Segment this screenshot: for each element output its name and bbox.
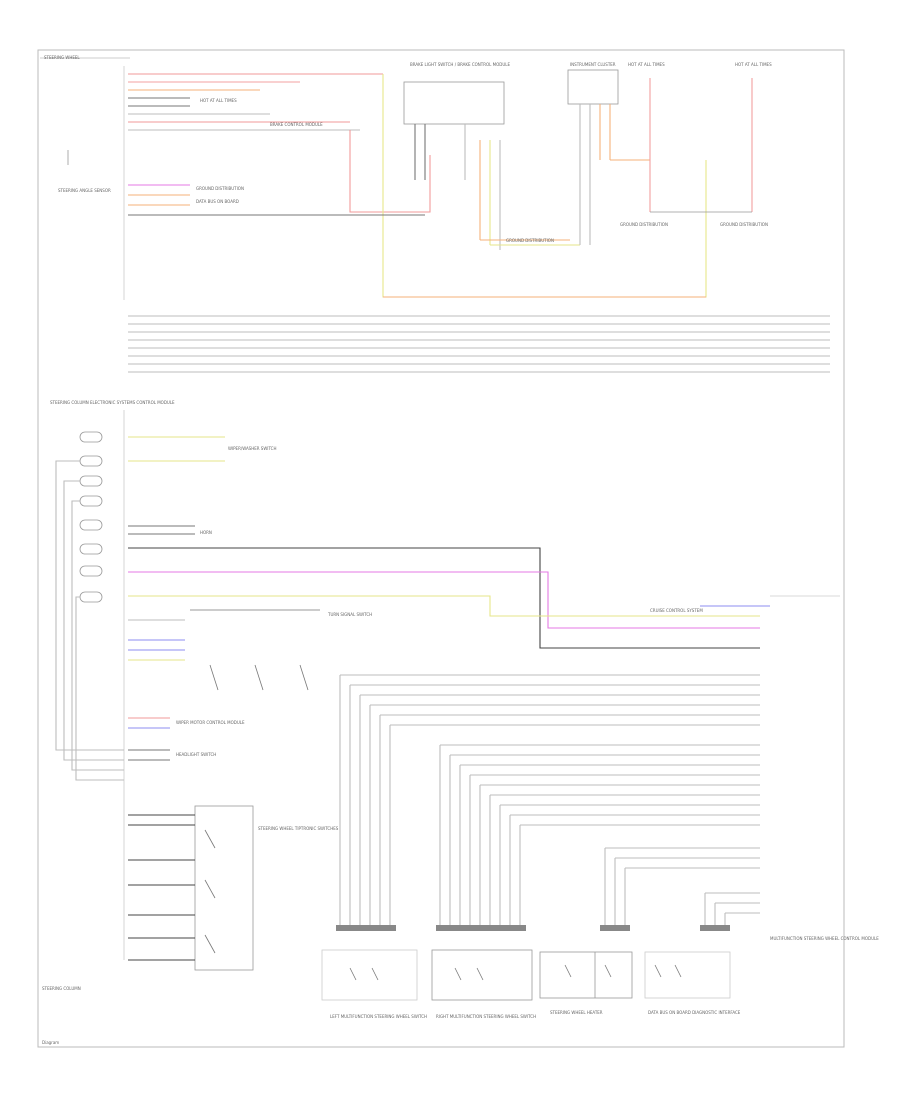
mid-wire-group [128, 184, 425, 216]
multifunction-module-label: MULTIFUNCTION STEERING WHEEL CONTROL MOD… [770, 936, 879, 941]
ground-dist-mid-label: GROUND DISTRIBUTION [506, 238, 554, 243]
steering-heater-label: STEERING WHEEL HEATER [550, 1010, 603, 1015]
brake-light-switch-box [403, 81, 505, 125]
top-wire-group [128, 73, 707, 298]
bottom-left-caption: STEERING COLUMN [42, 986, 81, 991]
left-multifunction-box [321, 949, 418, 1001]
steering-heater-box [539, 951, 633, 999]
multifunction-harness [339, 674, 760, 930]
brake-control-text: BRAKE CONTROL MODULE [270, 122, 323, 127]
wiper-switch-label: WIPER/WASHER SWITCH [228, 446, 276, 451]
brake-light-switch-label: BRAKE LIGHT SWITCH / BRAKE CONTROL MODUL… [410, 62, 510, 67]
left-multifunction-label: LEFT MULTIFUNCTION STEERING WHEEL SWITCH [330, 1014, 427, 1019]
instrument-cluster-box [567, 69, 619, 105]
switch-wire-group [128, 436, 770, 649]
data-bus-bundle [128, 315, 830, 373]
top-caption: STEERING WHEEL [44, 55, 80, 60]
cluster-wires [579, 104, 650, 245]
lower-left-wires [128, 717, 170, 761]
data-bus-text: DATA BUS ON BOARD [196, 199, 239, 204]
hot-at-all-times-2-label: HOT AT ALL TIMES [735, 62, 772, 67]
steering-column-module-label: STEERING COLUMN ELECTRONIC SYSTEMS CONTR… [50, 400, 175, 405]
data-bus-box [644, 951, 731, 999]
tiptronic-switch-label: STEERING WHEEL TIPTRONIC SWITCHES [258, 826, 339, 831]
instrument-cluster-label: INSTRUMENT CLUSTER [570, 62, 616, 67]
right-multifunction-box [431, 949, 533, 1001]
data-bus-label: DATA BUS ON BOARD DIAGNOSTIC INTERFACE [648, 1010, 741, 1015]
wiper-motor-label: WIPER MOTOR CONTROL MODULE [176, 720, 245, 725]
footer-label: Diagram [42, 1040, 59, 1045]
hot-at-all-times-1-label: HOT AT ALL TIMES [628, 62, 665, 67]
brake-switch-wires [414, 124, 580, 250]
ground-dist-text: GROUND DISTRIBUTION [196, 186, 244, 191]
headlight-switch-label: HEADLIGHT SWITCH [176, 752, 216, 757]
tiptronic-switch-box [194, 805, 254, 971]
cruise-control-label: CRUISE CONTROL SYSTEM [650, 608, 703, 613]
turn-signal-switch-label: TURN SIGNAL SWITCH [327, 612, 372, 617]
horn-label: HORN [200, 530, 212, 535]
ground-dist-3-label: GROUND DISTRIBUTION [720, 222, 768, 227]
tiptronic-wires [128, 814, 216, 961]
ground-dist-2-label: GROUND DISTRIBUTION [620, 222, 668, 227]
diagram-frame [37, 49, 845, 1048]
turn-signal-switch [128, 609, 320, 691]
bottom-switch-symbols [349, 964, 682, 981]
steering-angle-sensor-label: STEERING ANGLE SENSOR [58, 188, 111, 193]
right-multifunction-label: RIGHT MULTIFUNCTION STEERING WHEEL SWITC… [436, 1014, 536, 1019]
left-connectors [55, 431, 124, 781]
bottom-connector-pins [336, 925, 730, 931]
hot-connector-text: HOT AT ALL TIMES [200, 98, 237, 103]
